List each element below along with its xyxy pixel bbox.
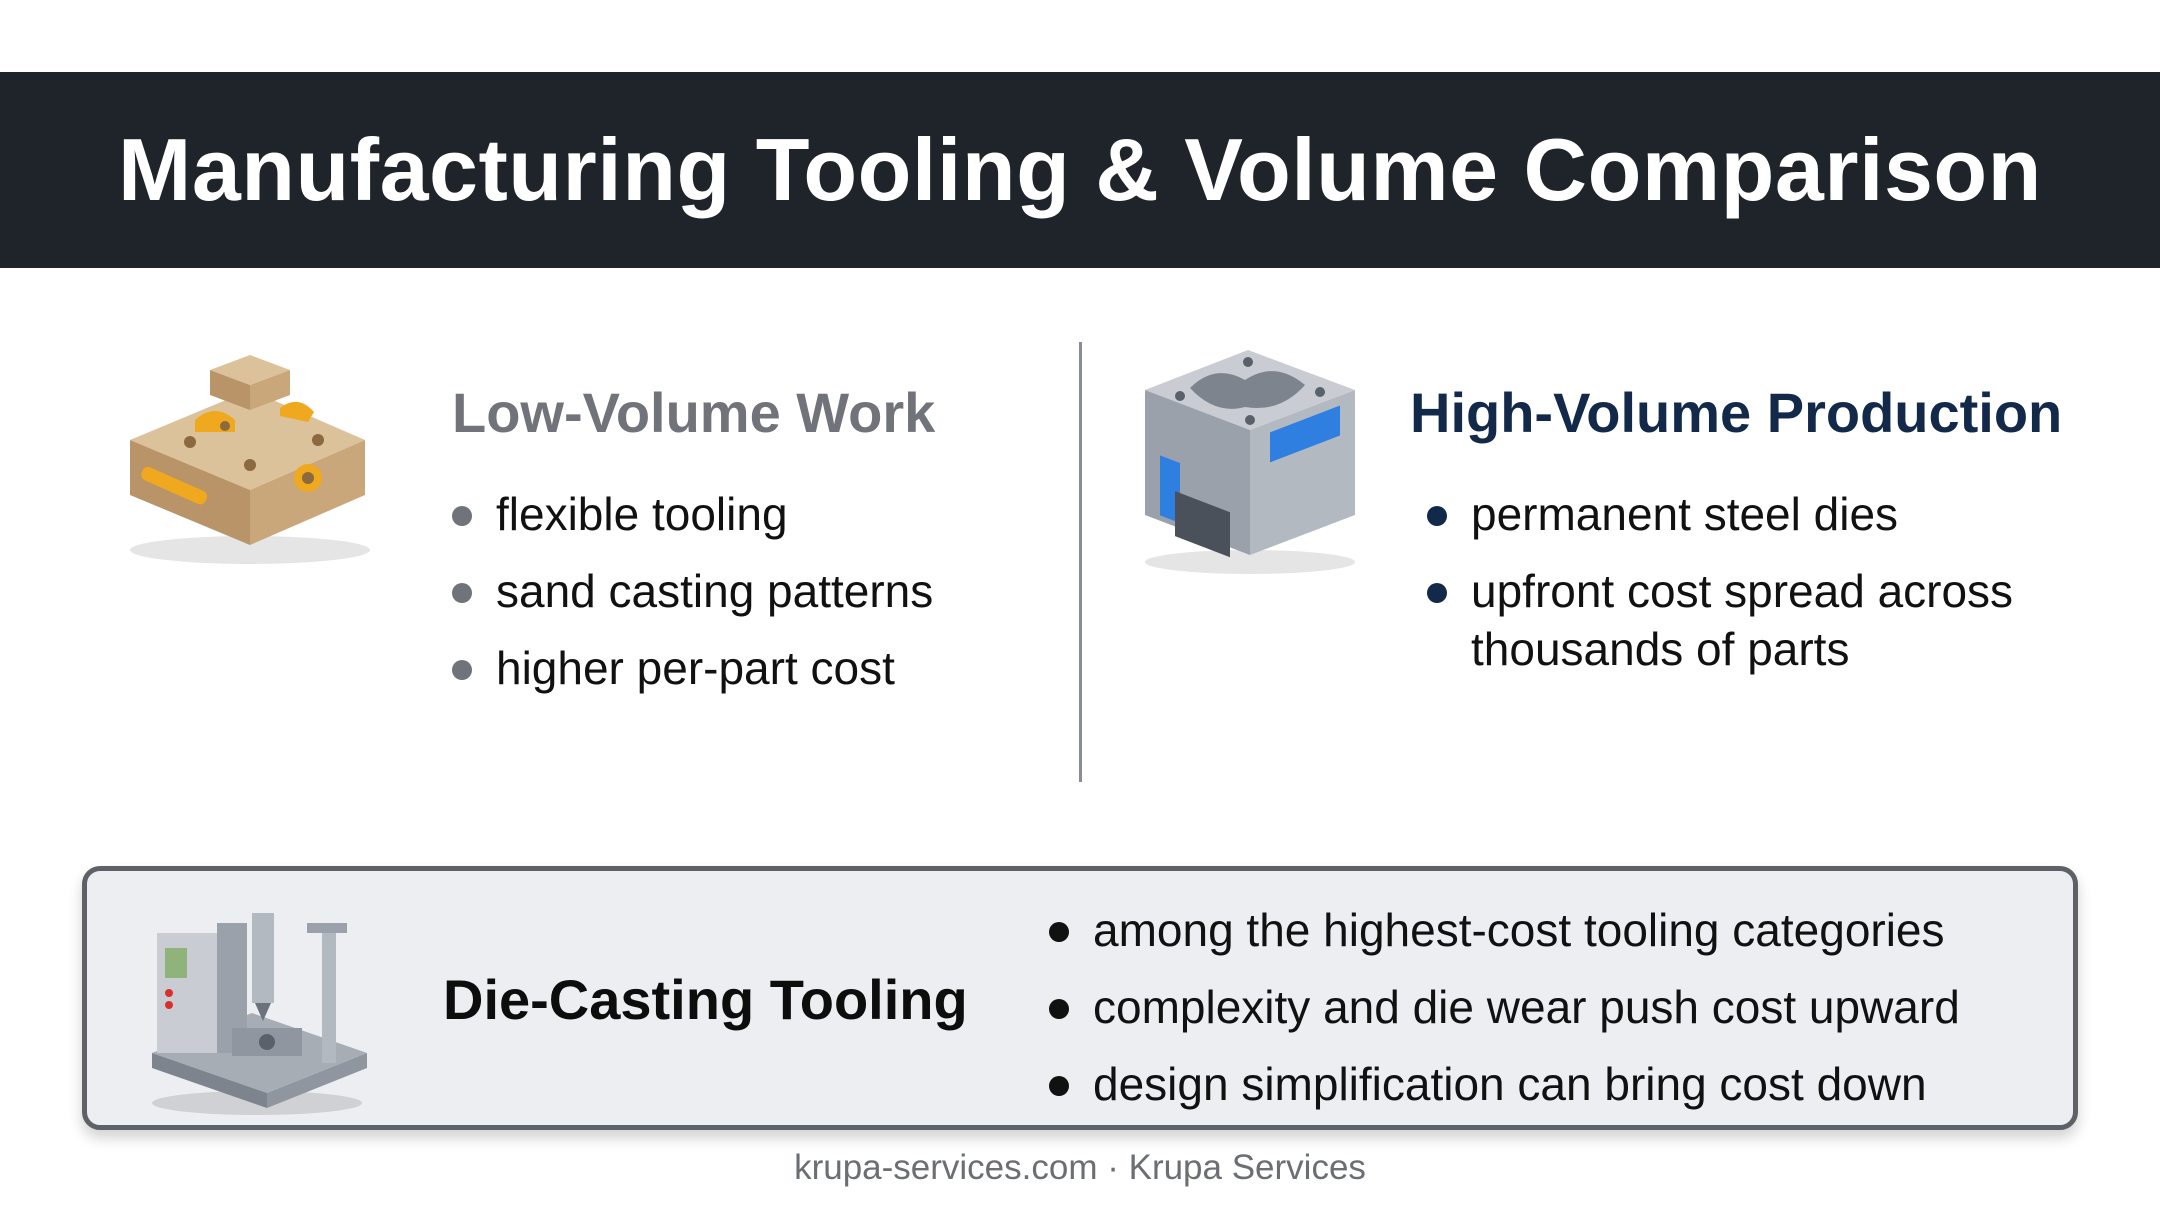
page-title: Manufacturing Tooling & Volume Compariso… [118,120,2042,219]
footer-credit: krupa-services.com · Krupa Services [794,1148,1366,1187]
list-item: higher per-part cost [450,639,933,697]
list-item: permanent steel dies [1425,485,2115,543]
low-volume-list: flexible tooling sand casting patterns h… [450,485,933,716]
list-item: design simplification can bring cost dow… [1047,1055,1960,1113]
low-volume-section: Low-Volume Work flexible tooling sand ca… [100,330,1060,790]
high-volume-section: High-Volume Production permanent steel d… [1120,330,2120,790]
list-item: sand casting patterns [450,562,933,620]
high-volume-list: permanent steel dies upfront cost spread… [1425,485,2115,697]
column-divider [1079,342,1082,782]
list-item: complexity and die wear push cost upward [1047,978,1960,1036]
header-band: Manufacturing Tooling & Volume Compariso… [0,72,2160,268]
high-volume-title: High-Volume Production [1410,381,2063,444]
die-casting-panel: Die-Casting Tooling among the highest-co… [82,866,2078,1130]
steel-die-block-icon [1145,350,1355,574]
list-item: among the highest-cost tooling categorie… [1047,901,1960,959]
sand-mold-block-icon [130,355,370,564]
die-casting-machine-icon [152,913,367,1115]
low-volume-title: Low-Volume Work [452,381,936,444]
die-casting-title: Die-Casting Tooling [443,968,968,1031]
list-item: upfront cost spread across thousands of … [1425,562,2115,678]
die-casting-list: among the highest-cost tooling categorie… [1047,901,1960,1132]
list-item: flexible tooling [450,485,933,543]
